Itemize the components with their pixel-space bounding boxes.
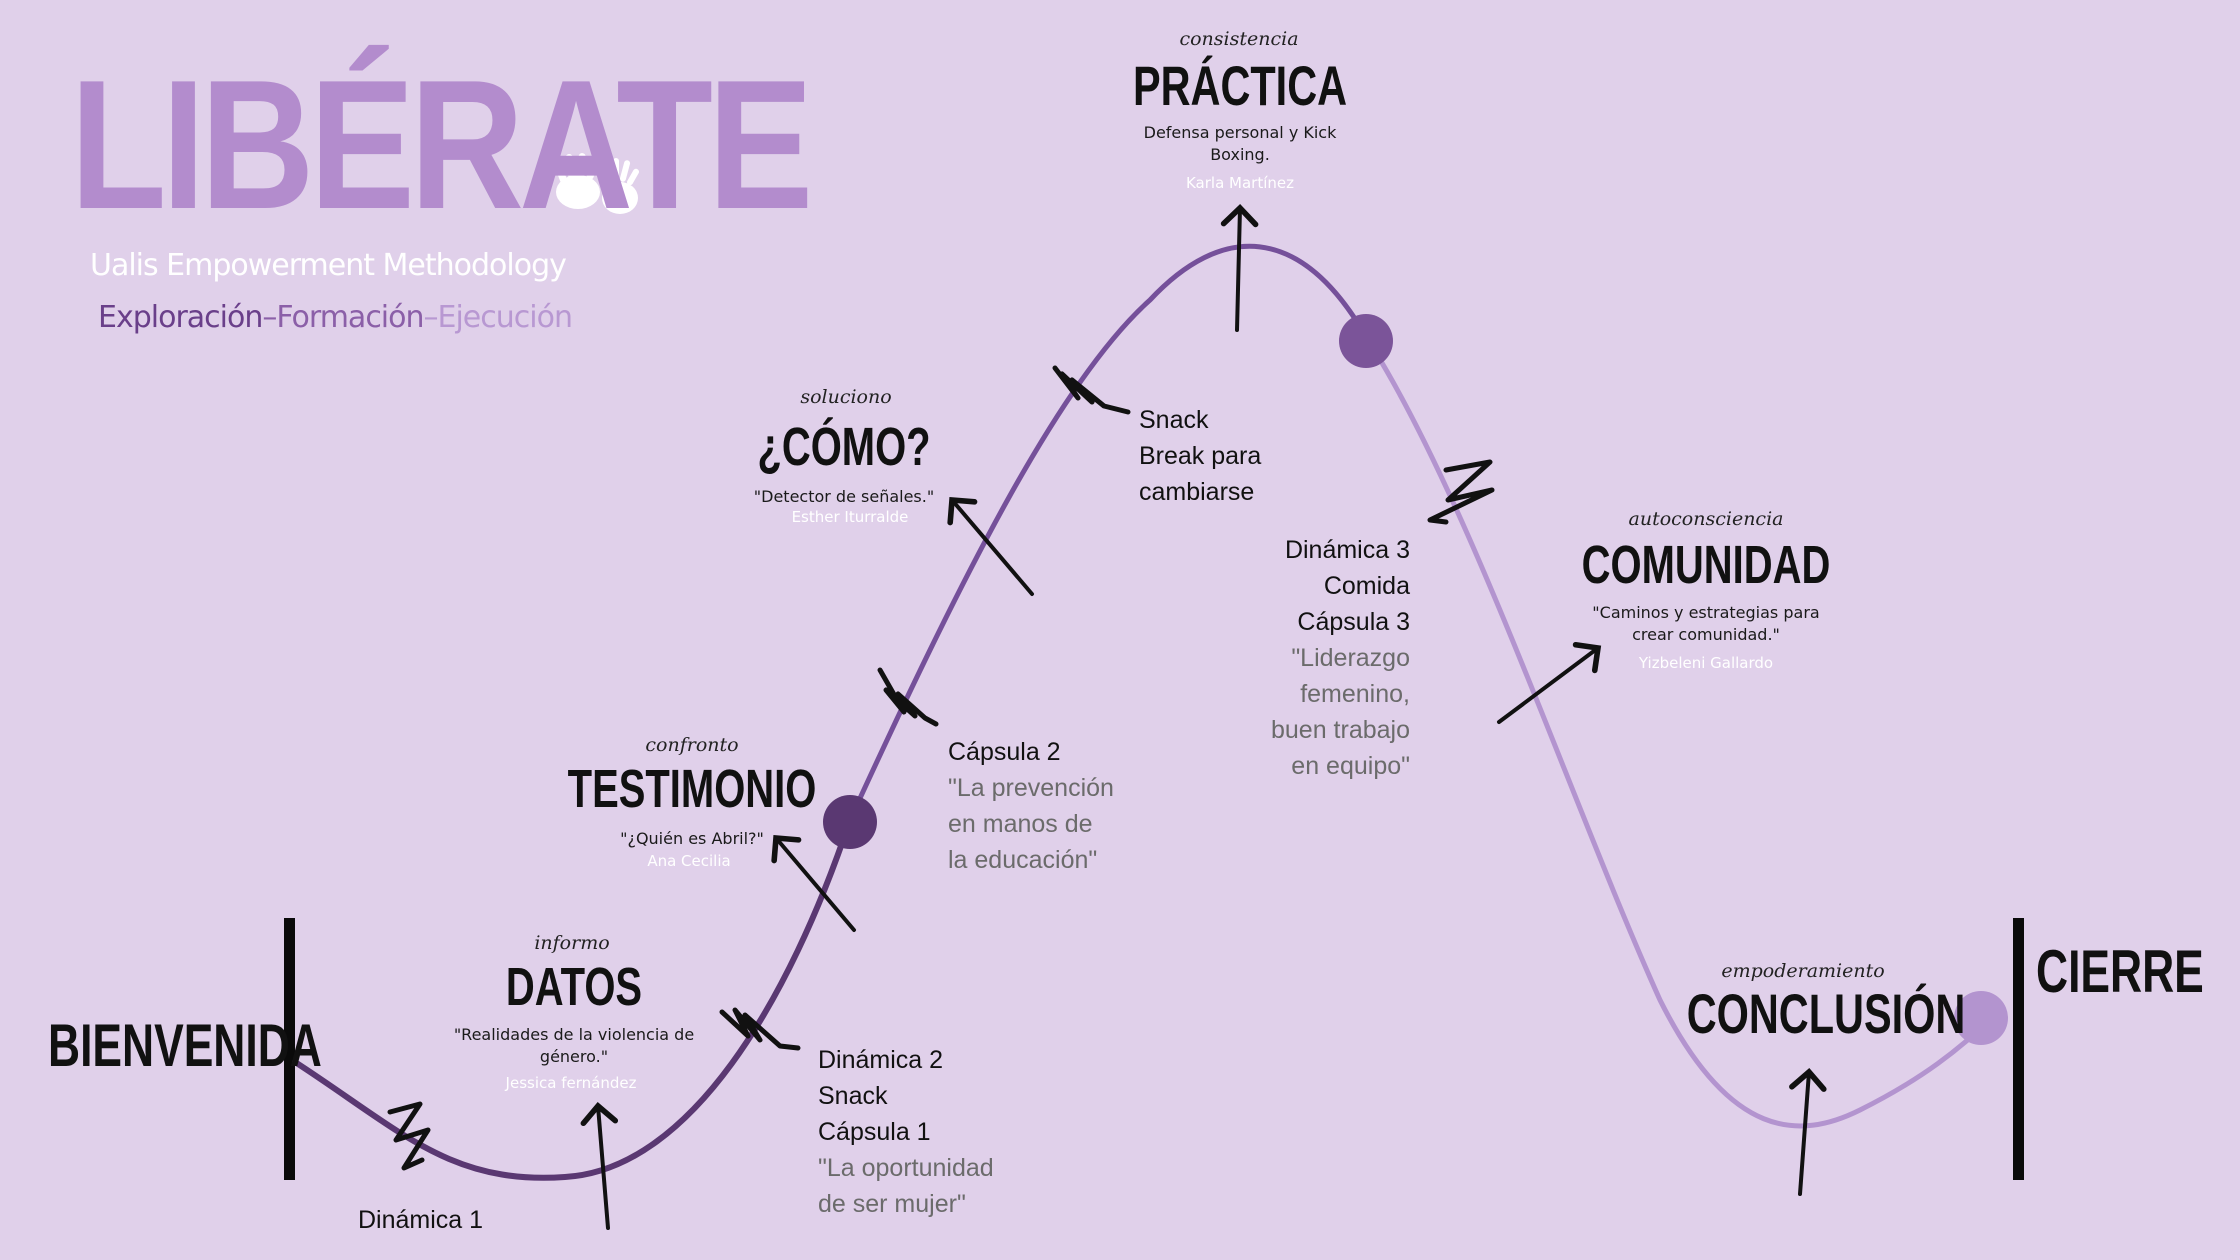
logo-title: LIBÉRATE <box>70 41 813 247</box>
break-note-5: Dinámica 3 Comida Cápsula 3 "Liderazgo f… <box>1270 536 1410 780</box>
phase-separator: – <box>423 300 439 335</box>
break-note-4: Snack Break para cambiarse <box>1139 406 1262 506</box>
zigzag-icon <box>1052 365 1131 415</box>
stage-conclusion-subtitle: empoderamiento <box>1721 960 1885 982</box>
stage-como-subtitle: soluciono <box>800 386 892 408</box>
stage-comunidad-desc: "Caminos y estrategias para crear comuni… <box>1592 603 1820 644</box>
stage-bienvenida-title: BIENVENIDA <box>48 1012 322 1079</box>
stage-datos-author: Jessica fernández <box>505 1074 637 1092</box>
milestone-dot-testimonio <box>823 795 877 849</box>
phase-ejecucion: Ejecución <box>437 300 573 335</box>
stage-testimonio-author: Ana Cecilia <box>647 852 731 870</box>
zigzag-icon <box>719 1007 801 1051</box>
phase-exploracion: Exploración <box>98 300 263 335</box>
stage-practica-author: Karla Martínez <box>1185 174 1295 192</box>
stage-conclusion-title: CONCLUSIÓN <box>1686 982 1966 1045</box>
milestone-dot-conclusion <box>1954 991 2008 1045</box>
journey-curve-segment-1 <box>292 817 853 1181</box>
arrow-comunidad <box>1497 641 1602 724</box>
journey-curve-segment-2 <box>847 243 1371 823</box>
stage-testimonio-desc: "¿Quién es Abril?" <box>620 829 764 848</box>
break-note-3: Cápsula 2 "La prevención en manos de la … <box>948 738 1114 874</box>
stage-datos-title: DATOS <box>505 957 643 1017</box>
stage-cierre-title: CIERRE <box>2036 938 2204 1005</box>
zigzag-icon <box>877 667 939 727</box>
stage-testimonio-title: TESTIMONIO <box>567 759 817 819</box>
stage-como-desc: "Detector de señales." <box>753 487 935 506</box>
stage-comunidad-author: Yizbeleni Gallardo <box>1638 654 1774 672</box>
arrow-datos <box>580 1102 619 1230</box>
stage-como-author: Esther Iturralde <box>791 508 909 526</box>
start-bar <box>284 918 295 1180</box>
stage-practica-subtitle: consistencia <box>1179 28 1299 50</box>
break-note-2: Dinámica 2 Snack Cápsula 1 "La oportunid… <box>818 1046 994 1218</box>
stage-datos-subtitle: informo <box>534 932 610 954</box>
stage-comunidad-subtitle: autoconsciencia <box>1628 508 1784 530</box>
phase-separator: – <box>262 300 277 335</box>
hands-icon <box>554 153 639 214</box>
arrow-como <box>947 496 1034 596</box>
end-bar <box>2013 918 2024 1180</box>
journey-curve-segment-3 <box>1365 337 2003 1129</box>
arrow-practica <box>1220 204 1259 332</box>
zigzag-icon <box>1427 459 1495 525</box>
milestone-dot-practica <box>1339 314 1393 368</box>
zigzag-icon <box>387 1101 431 1171</box>
stage-practica-desc: Defensa personal y Kick Boxing. <box>1143 123 1337 164</box>
arrow-testimonio <box>771 834 856 932</box>
stage-comunidad-title: COMUNIDAD <box>1581 535 1831 595</box>
stage-testimonio-subtitle: confronto <box>645 734 739 756</box>
stage-datos-desc: "Realidades de la violencia de género." <box>453 1025 695 1066</box>
phase-formacion: Formación <box>276 300 424 335</box>
break-note-1: Dinámica 1 <box>358 1206 484 1234</box>
stage-como-title: ¿CÓMO? <box>757 417 931 477</box>
arrow-conclusion <box>1789 1068 1827 1196</box>
tagline: Ualis Empowerment Methodology <box>90 248 567 283</box>
phase-sequence: Exploración–Formación–Ejecución <box>98 300 573 335</box>
stage-practica-title: PRÁCTICA <box>1132 54 1348 117</box>
